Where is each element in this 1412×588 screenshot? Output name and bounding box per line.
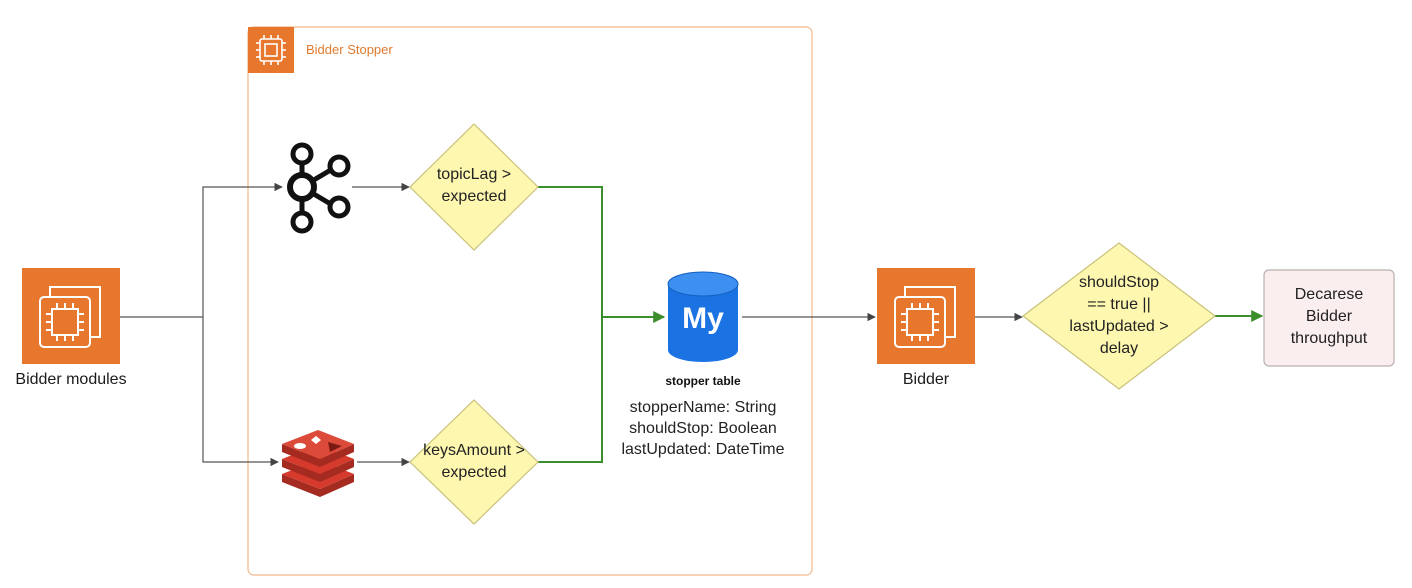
keys-amount-text: keysAmount > expected xyxy=(410,440,538,484)
edges-green xyxy=(538,186,1264,463)
topic-lag-text: topicLag > expected xyxy=(418,164,530,208)
stopper-table-title: stopper table xyxy=(665,374,741,388)
field-last-updated: lastUpdated: DateTime xyxy=(621,441,785,458)
keys-amount-diamond xyxy=(409,399,539,525)
decrease-line2: Bidder xyxy=(1305,308,1353,325)
field-stopper-name: stopperName: String xyxy=(629,399,777,416)
frame-chip-glyph xyxy=(256,35,286,65)
redis-icon xyxy=(282,430,354,497)
bidder-node xyxy=(877,268,975,364)
should-stop-line2: == true || xyxy=(1087,296,1151,313)
bidder-modules-chip-icon xyxy=(39,286,101,348)
decrease-throughput-box xyxy=(1263,269,1395,367)
decrease-line1: Decarese xyxy=(1294,286,1364,303)
topic-lag-diamond xyxy=(409,123,539,251)
bidder-chip-icon xyxy=(894,286,956,348)
should-stop-text: shouldStop == true || lastUpdated > dela… xyxy=(1049,272,1189,360)
edges-gray xyxy=(120,182,1023,467)
frame-chip-icon xyxy=(248,27,294,73)
frame-title: Bidder Stopper xyxy=(306,42,393,57)
mysql-database-icon xyxy=(667,271,739,362)
topic-lag-line2: expected xyxy=(441,188,507,205)
bidder-modules-label: Bidder modules xyxy=(15,371,127,388)
mysql-icon-text: My xyxy=(682,302,724,335)
kafka-icon xyxy=(287,142,351,234)
field-should-stop: shouldStop: Boolean xyxy=(629,420,777,437)
keys-amount-line2: expected xyxy=(441,464,507,481)
topic-lag-line1: topicLag > xyxy=(436,166,512,183)
bidder-modules-node xyxy=(22,268,120,364)
bidder-stopper-frame xyxy=(247,26,813,576)
stopper-table-fields: stopperName: String shouldStop: Boolean … xyxy=(603,397,803,460)
should-stop-diamond xyxy=(1022,242,1216,390)
bidder-label: Bidder xyxy=(902,371,950,388)
decrease-line3: throughput xyxy=(1290,330,1368,347)
should-stop-line3: lastUpdated > xyxy=(1069,318,1169,335)
keys-amount-line1: keysAmount > xyxy=(423,442,525,459)
decrease-throughput-text: Decarese Bidder throughput xyxy=(1264,284,1394,350)
should-stop-line4: delay xyxy=(1099,340,1139,357)
should-stop-line1: shouldStop xyxy=(1078,274,1160,291)
